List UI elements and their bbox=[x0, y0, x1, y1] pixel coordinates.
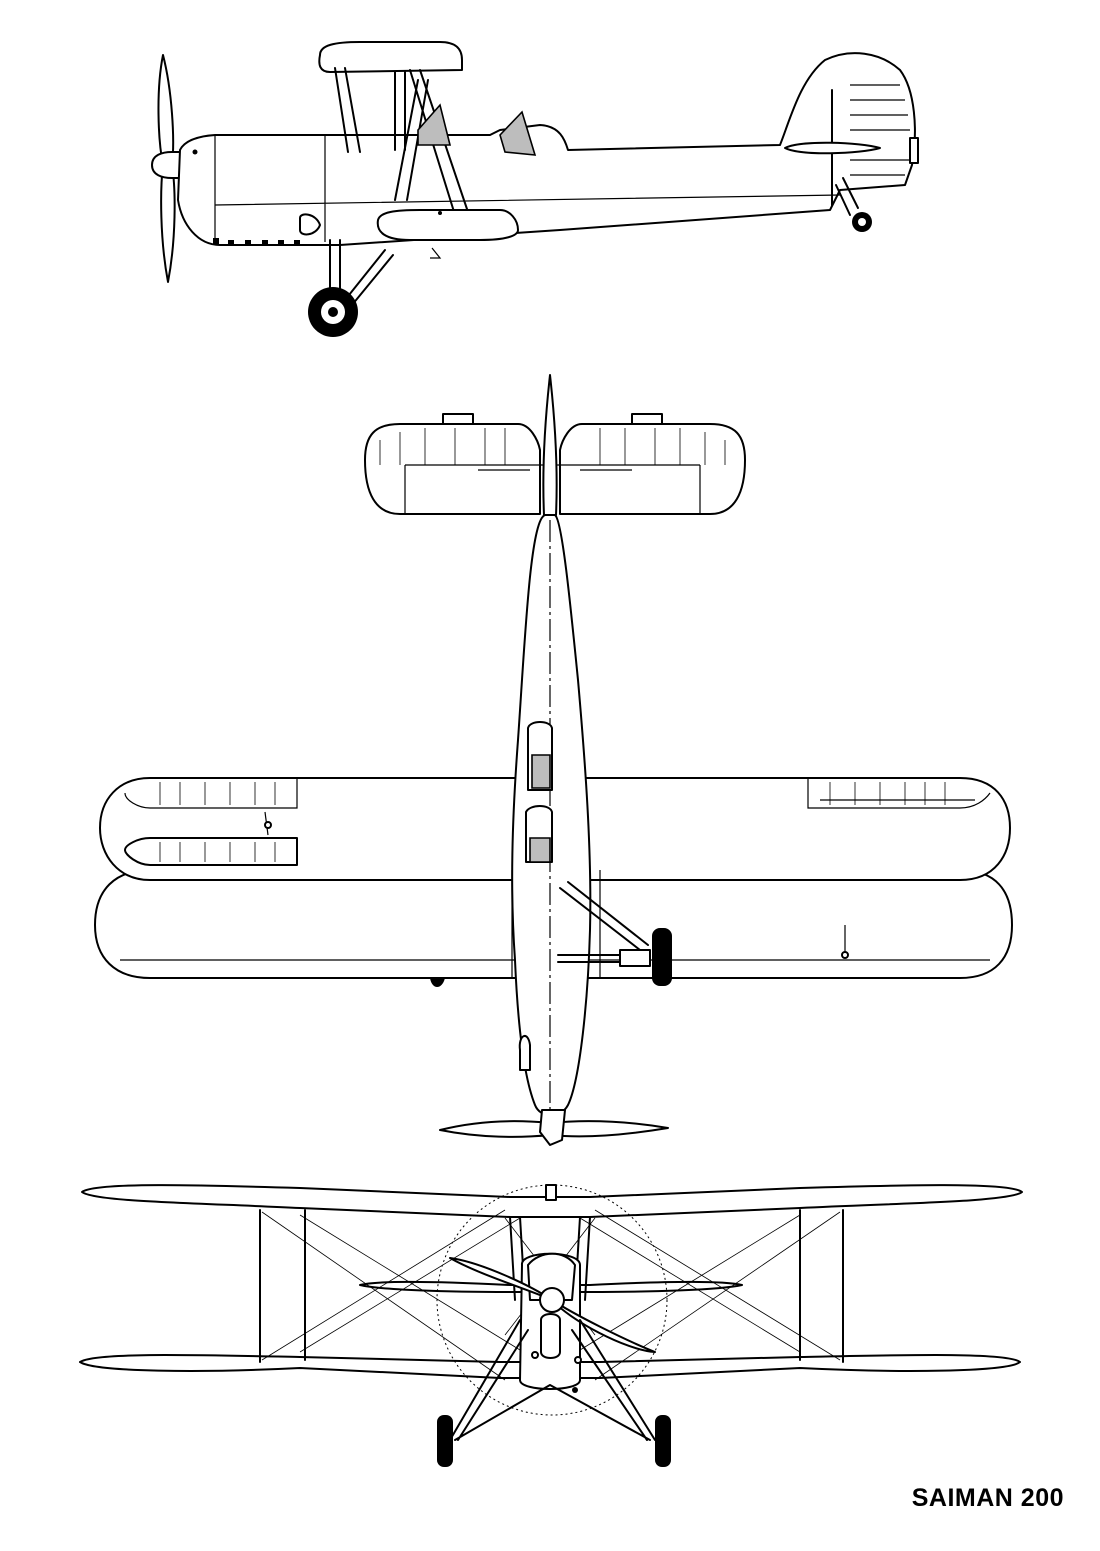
top-rudder bbox=[542, 374, 558, 516]
side-front-windscreen bbox=[417, 103, 452, 146]
top-left-aileron-ribs bbox=[159, 782, 276, 862]
top-right-aileron bbox=[807, 778, 991, 809]
top-exhaust bbox=[518, 1035, 531, 1071]
front-fin-top bbox=[545, 1184, 557, 1201]
top-front-windscreen bbox=[531, 754, 551, 789]
aircraft-title: SAIMAN 200 bbox=[911, 1484, 1064, 1512]
front-upper-wing bbox=[81, 1184, 1023, 1218]
top-tailplane-ribs bbox=[379, 428, 726, 465]
top-view bbox=[94, 374, 1013, 1146]
front-propeller-blade bbox=[449, 1257, 656, 1353]
front-cabane-struts bbox=[509, 1216, 591, 1301]
front-interplane-struts bbox=[259, 1209, 844, 1363]
front-cowling bbox=[527, 1252, 576, 1301]
side-tail-light bbox=[909, 137, 919, 164]
side-lower-wing-dot bbox=[438, 211, 442, 215]
top-right-pitot-tip bbox=[841, 951, 849, 959]
top-elevator-horn-right bbox=[631, 413, 663, 425]
front-left-wheel bbox=[437, 1415, 453, 1467]
front-exhaust-right bbox=[574, 1356, 582, 1364]
top-rear-windscreen bbox=[529, 837, 551, 863]
side-exhaust-cover bbox=[299, 213, 321, 236]
side-spinner bbox=[151, 151, 183, 179]
side-view bbox=[151, 41, 919, 337]
front-spinner bbox=[539, 1287, 565, 1313]
side-main-gear-struts bbox=[329, 239, 394, 306]
front-propeller-arc bbox=[436, 1184, 668, 1416]
top-main-wheel bbox=[652, 928, 672, 986]
top-upper-wing-cutout-left bbox=[124, 837, 298, 866]
side-wing-fitting bbox=[430, 247, 442, 259]
top-under-fitting bbox=[430, 978, 445, 987]
top-elevator-horn-left bbox=[442, 413, 474, 425]
side-cabane-strut bbox=[394, 71, 406, 151]
side-rear-windscreen bbox=[499, 110, 537, 156]
front-right-wheel bbox=[655, 1415, 671, 1467]
top-tailplane-right bbox=[559, 423, 746, 515]
side-cowling-dot bbox=[192, 149, 198, 155]
top-gear-fitting bbox=[619, 949, 651, 967]
side-tail-strut bbox=[835, 177, 859, 216]
top-main-gear-struts bbox=[557, 881, 649, 963]
top-left-pitot-tip bbox=[264, 821, 272, 829]
top-spinner bbox=[539, 1109, 566, 1146]
top-tailplane-left bbox=[364, 423, 541, 515]
side-lower-wing bbox=[376, 209, 519, 241]
side-exhaust-stubs bbox=[213, 238, 300, 246]
front-landing-gear-struts bbox=[449, 1319, 656, 1441]
front-exhaust-left bbox=[531, 1351, 539, 1359]
front-view bbox=[79, 1184, 1023, 1467]
top-right-aileron-ribs bbox=[829, 782, 946, 805]
side-tail-wheel-hub bbox=[858, 218, 866, 226]
side-fuselage-panels bbox=[214, 135, 841, 245]
side-upper-wing bbox=[318, 41, 463, 73]
side-main-wheel-axle bbox=[328, 307, 338, 317]
top-left-aileron bbox=[124, 778, 298, 809]
side-rudder-ribs bbox=[850, 84, 910, 176]
front-air-intake bbox=[540, 1313, 561, 1359]
side-tailplane bbox=[784, 141, 881, 155]
front-tail-wheel bbox=[572, 1387, 578, 1393]
